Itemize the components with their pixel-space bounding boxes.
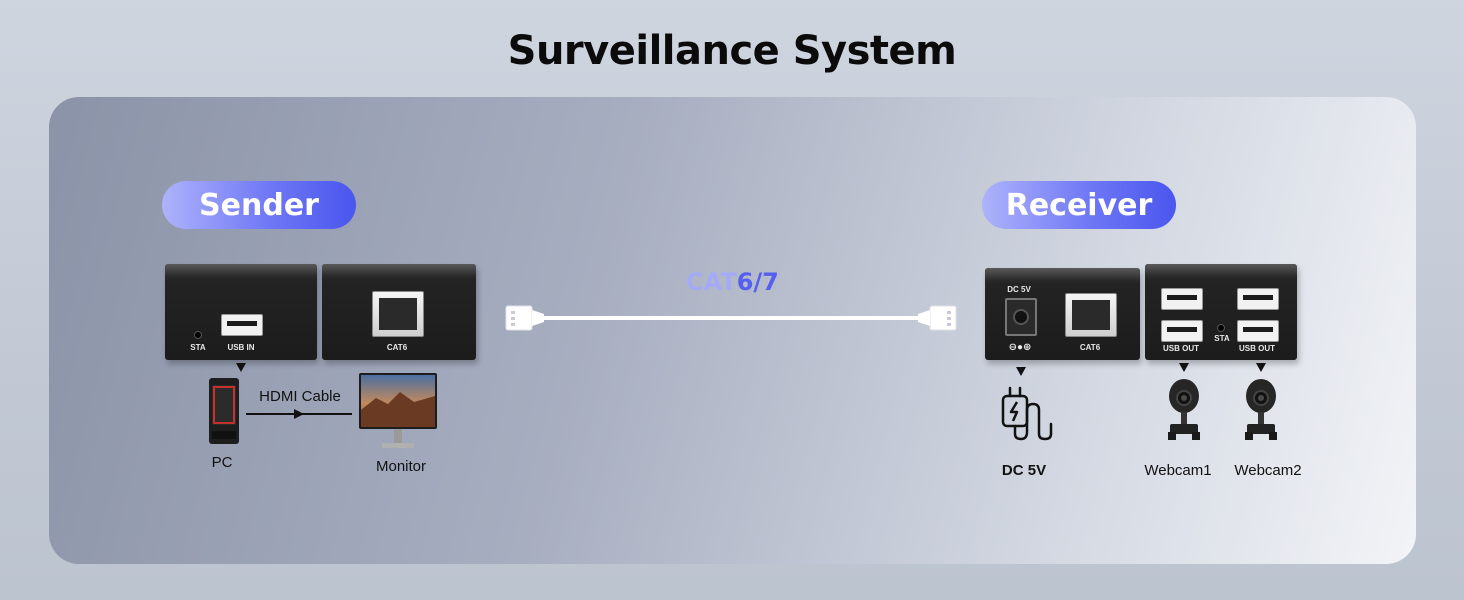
monitor-label: Monitor [375, 458, 427, 475]
sta-led-icon [1217, 324, 1225, 332]
monitor-icon [358, 372, 438, 450]
hdmi-cable-label: HDMI Cable [259, 388, 341, 405]
receiver-sta-label: STA [1214, 334, 1230, 343]
arrow-down-icon [1016, 367, 1026, 376]
receiver-usb-out-1-label: USB OUT [1163, 344, 1199, 353]
pc-label: PC [211, 454, 233, 471]
usb-port-icon [1237, 288, 1279, 310]
polarity-icon: ⊖●⊕ [1008, 342, 1032, 353]
rj45-port-icon [372, 291, 424, 337]
sender-badge: Sender [162, 181, 356, 229]
receiver-network-unit: DC 5V ⊖●⊕ CAT6 [985, 268, 1140, 360]
rj45-port-icon [1065, 293, 1117, 337]
sender-cat6-label: CAT6 [386, 343, 408, 352]
sender-usb-in-label: USB IN [227, 343, 255, 352]
receiver-dc-port-label: DC 5V [1007, 285, 1031, 294]
cable-label: CAT6/7 [686, 268, 779, 296]
ethernet-cable [505, 305, 957, 331]
power-label: DC 5V [1001, 462, 1047, 479]
receiver-label: Receiver [1005, 187, 1153, 223]
ethernet-plug-icon [918, 305, 957, 331]
sta-led-icon [194, 331, 202, 339]
receiver-cat6-label: CAT6 [1079, 343, 1101, 352]
hdmi-arrow-icon [246, 409, 352, 419]
page-title: Surveillance System [507, 28, 957, 74]
receiver-usb-out-2-label: USB OUT [1239, 344, 1275, 353]
usb-port-icon [1161, 288, 1203, 310]
webcam2-label: Webcam2 [1234, 462, 1302, 479]
sender-sta-label: STA [190, 343, 206, 352]
arrow-down-icon [236, 363, 246, 372]
webcam1-label: Webcam1 [1144, 462, 1212, 479]
webcam-icon [1241, 376, 1281, 442]
receiver-badge: Receiver [982, 181, 1176, 229]
usb-port-icon [221, 314, 263, 336]
sender-network-unit: CAT6 [322, 264, 476, 360]
arrow-down-icon [1179, 363, 1189, 372]
ethernet-plug-icon [505, 305, 544, 331]
arrow-down-icon [1256, 363, 1266, 372]
cable-label-suffix: 6/7 [736, 268, 779, 296]
usb-port-icon [1161, 320, 1203, 342]
dc-jack-icon [1005, 298, 1037, 336]
sender-usb-unit: STA USB IN [165, 264, 317, 360]
usb-port-icon [1237, 320, 1279, 342]
receiver-usb-unit: USB OUT STA USB OUT [1145, 264, 1297, 360]
sender-label: Sender [199, 187, 319, 223]
webcam-icon [1164, 376, 1204, 442]
power-plug-icon [1000, 386, 1058, 442]
cable-label-prefix: CAT [686, 268, 737, 296]
pc-tower-icon [208, 377, 240, 445]
